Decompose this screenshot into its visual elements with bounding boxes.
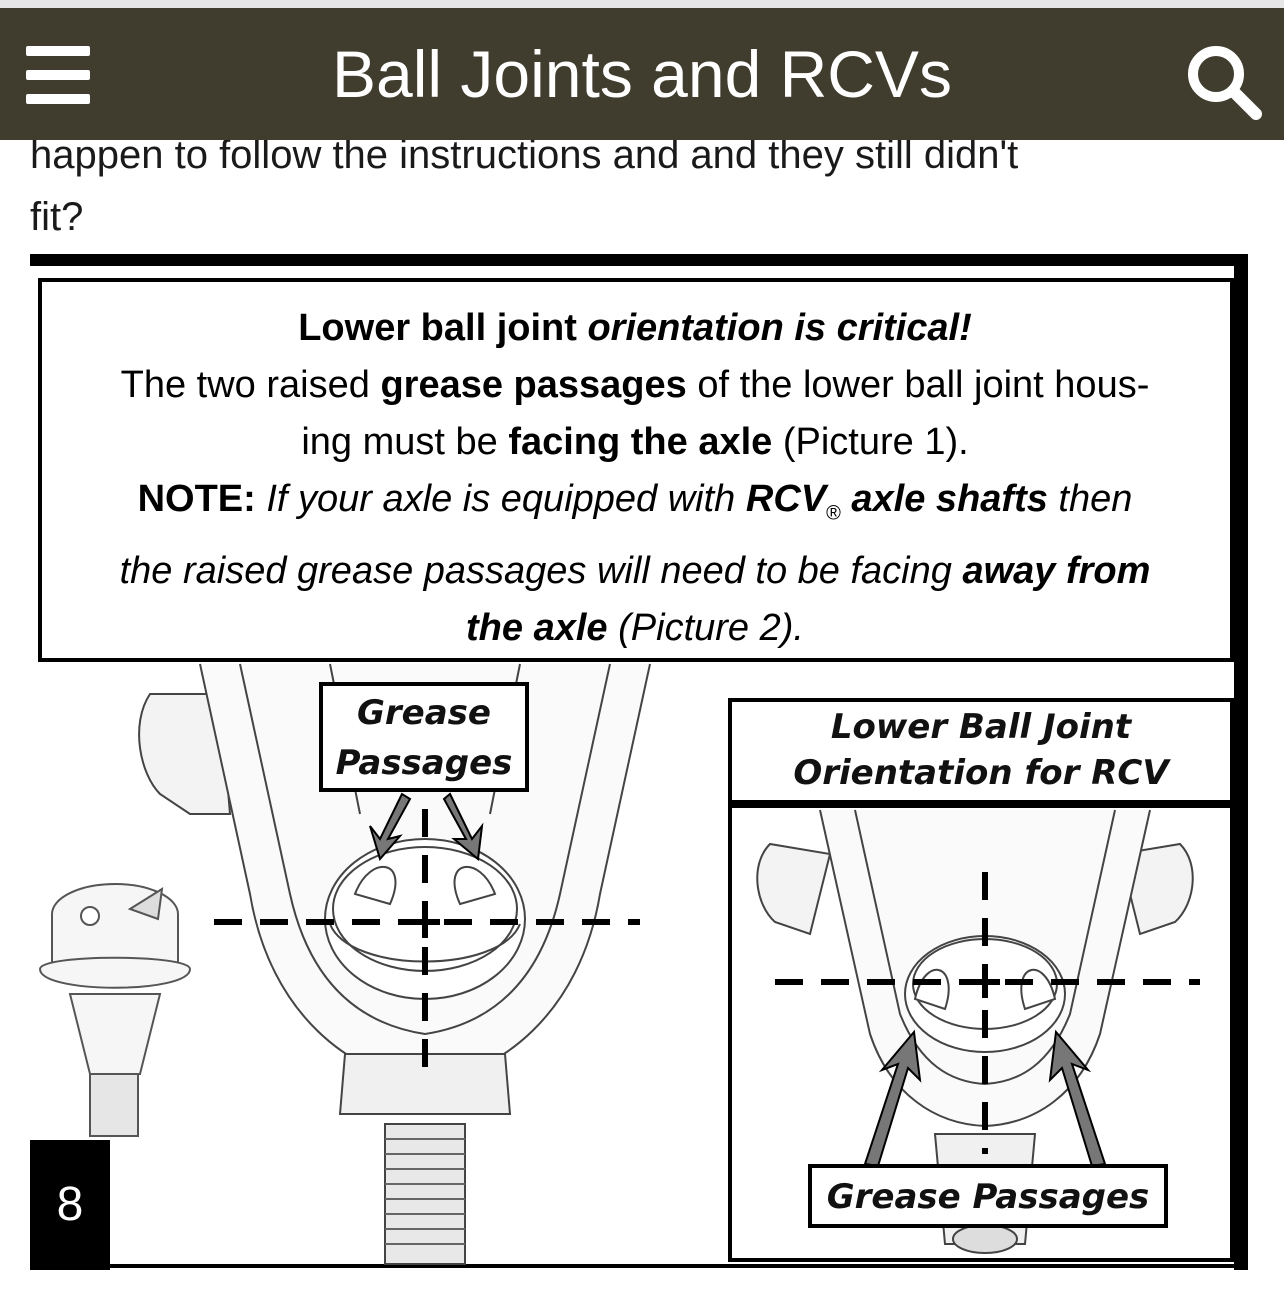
rcv-title-box [728, 698, 1234, 804]
post-text-line1: happen to follow the instructions and an… [30, 133, 1019, 177]
post-text-line2: fit? [30, 195, 84, 239]
crosshair-2 [775, 872, 1200, 1154]
grease-arrows-1 [369, 792, 484, 862]
ball-joint-instruction-figure: Lower ball joint orientation is critical… [30, 254, 1250, 1270]
rcv-orientation-label: Lower Ball Joint Orientation for RCV [793, 707, 1169, 793]
search-icon[interactable] [1184, 42, 1264, 122]
status-bar [0, 0, 1284, 8]
grease-passages-label-2: Grease Passages [826, 1177, 1150, 1217]
figure-drawing [30, 254, 1248, 1270]
page-title: Ball Joints and RCVs [332, 37, 952, 111]
grease-arrows-2 [863, 1029, 1107, 1168]
post-text: happen to follow the instructions and an… [30, 124, 1250, 248]
orientation-notice: Lower ball joint orientation is critical… [119, 307, 1151, 649]
grease-label-box-1 [319, 682, 529, 792]
hamburger-menu-icon[interactable] [26, 46, 90, 104]
ball-joint-part [38, 883, 192, 1137]
grease-label-box-2 [808, 1164, 1168, 1228]
app-bar: Ball Joints and RCVs [0, 8, 1284, 140]
grease-passages-label-1: Grease Passages [335, 693, 513, 783]
page-number: 8 [30, 1140, 110, 1270]
crosshair-1 [214, 809, 640, 1084]
